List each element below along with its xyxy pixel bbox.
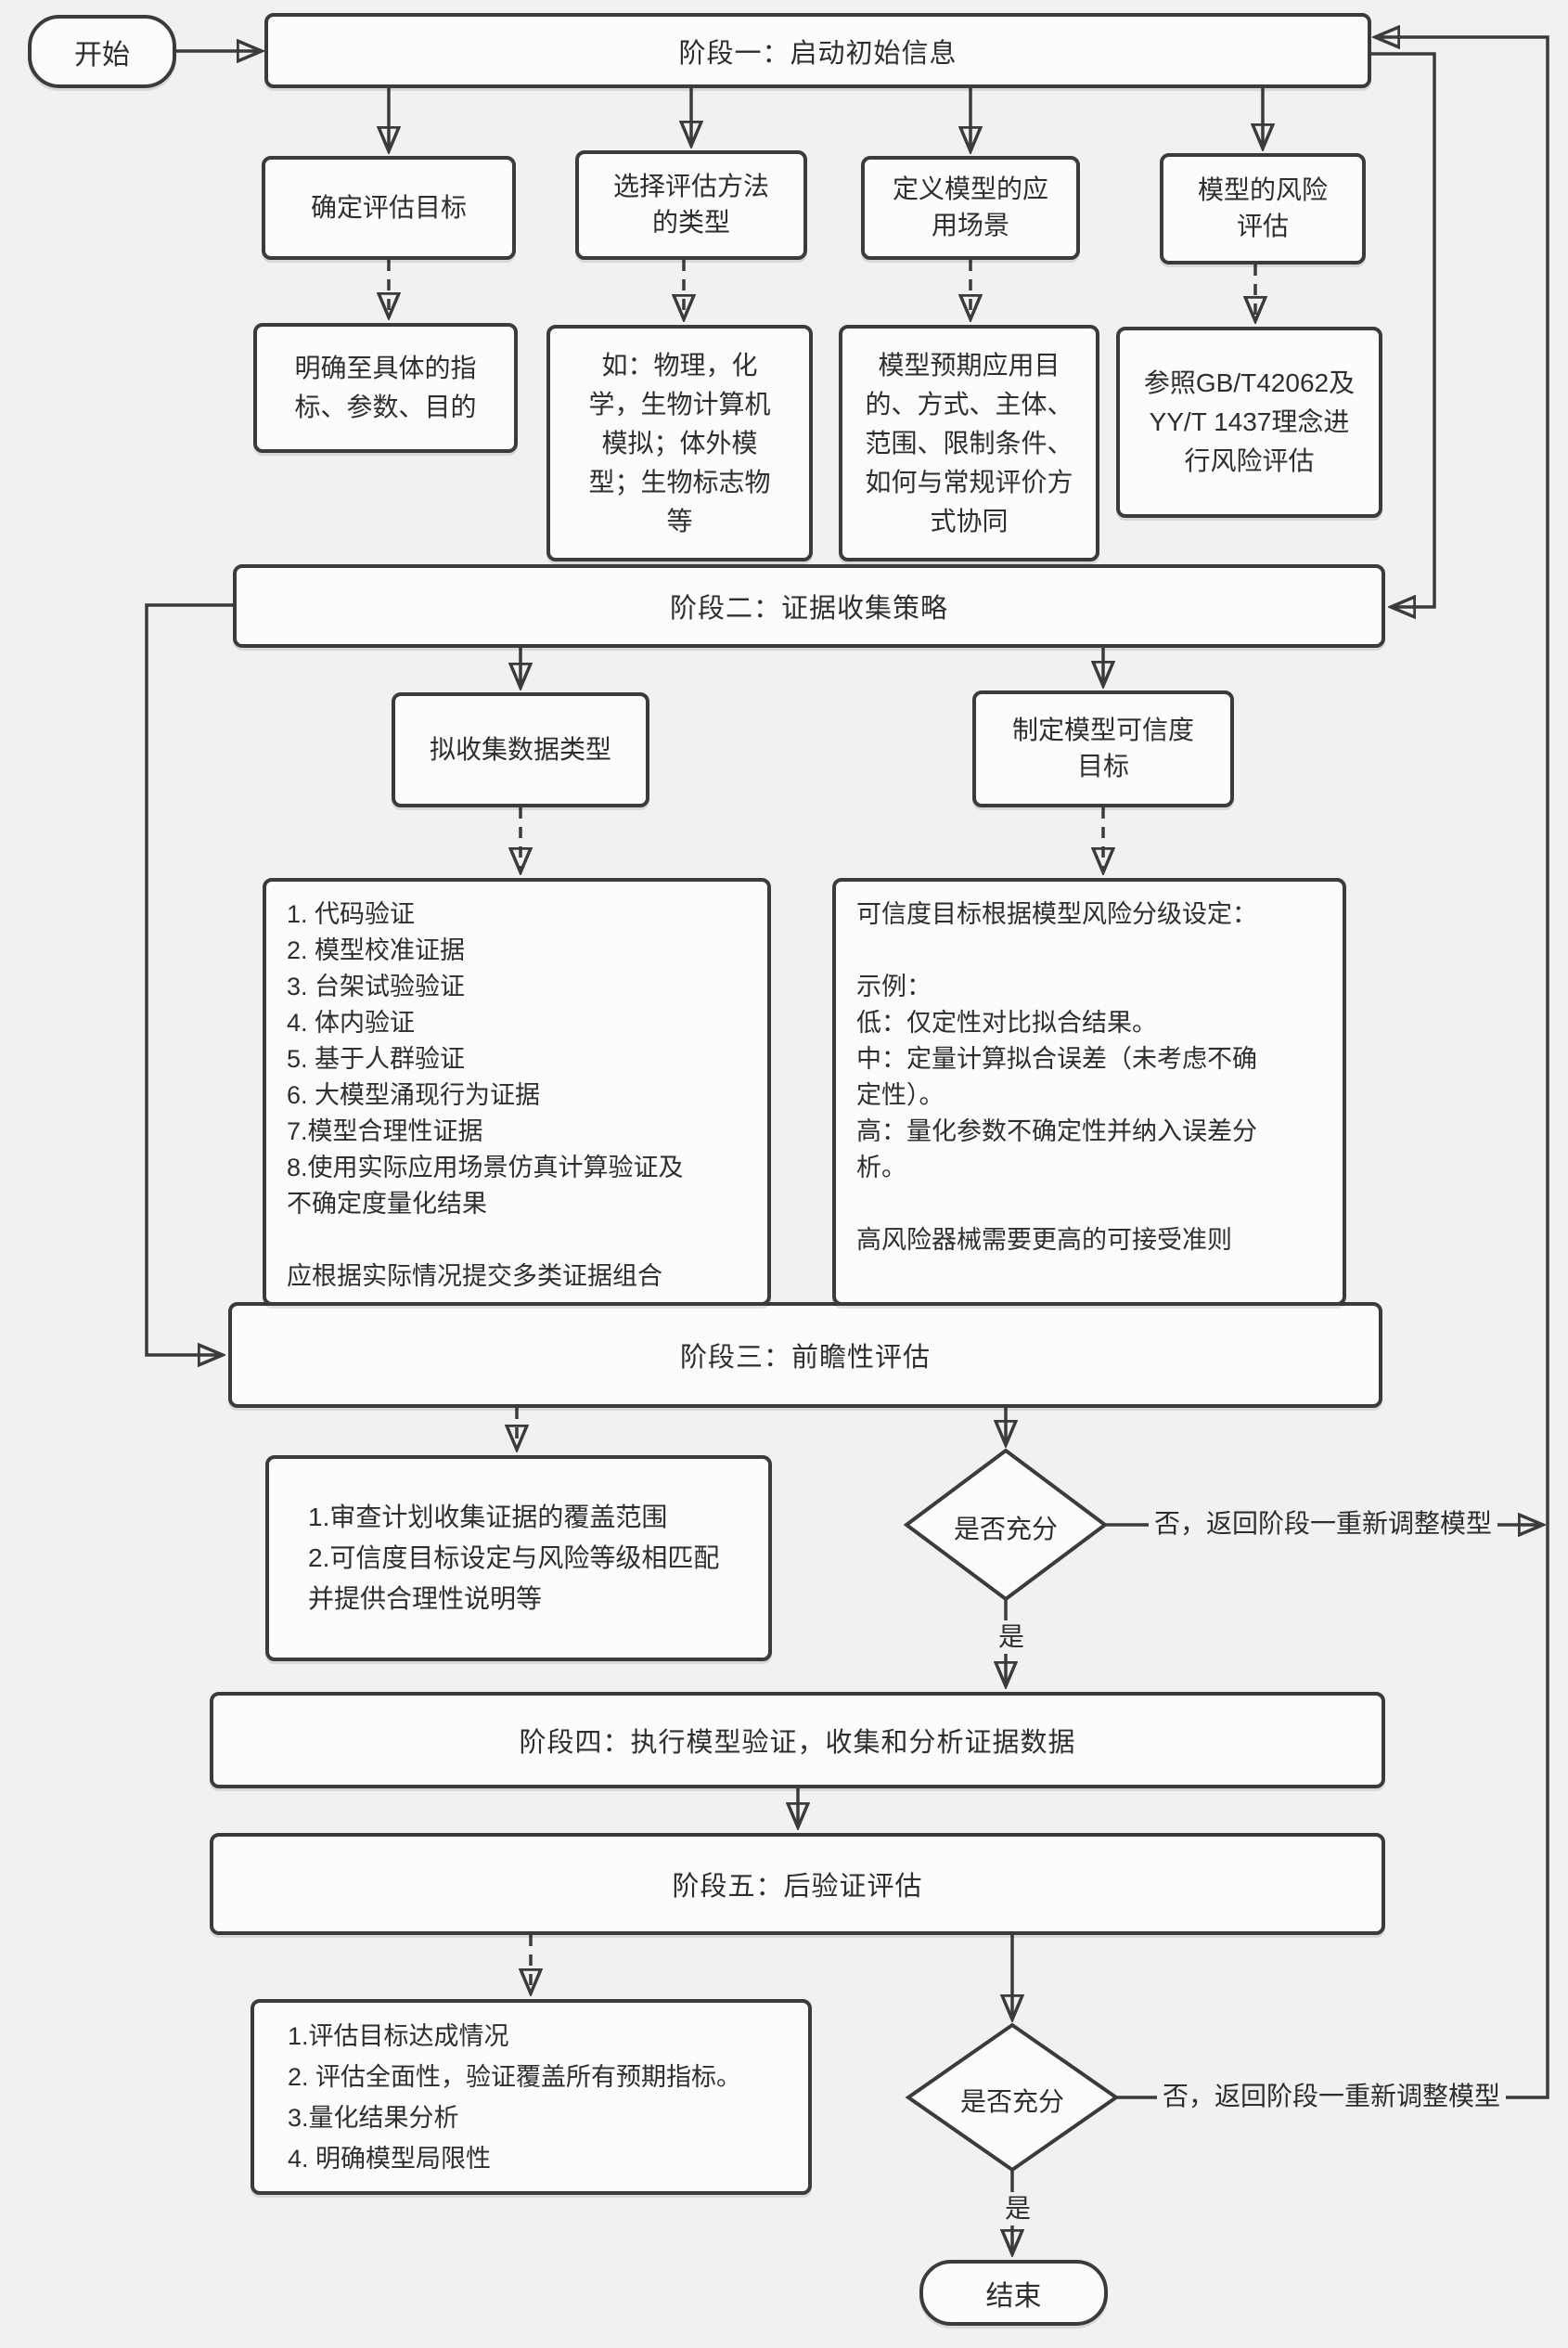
stage4-header: 阶段四：执行模型验证，收集和分析证据数据 (210, 1692, 1385, 1788)
end-node: 结束 (919, 2260, 1108, 2326)
stage5-review-box: 1.评估目标达成情况 2. 评估全面性，验证覆盖所有预期指标。 3.量化结果分析… (251, 1999, 812, 2195)
detail-define-goal-text: 明确至具体的指 标、参数、目的 (294, 354, 477, 421)
stage5-header: 阶段五：后验证评估 (210, 1833, 1385, 1935)
task-credibility-goal-label: 制定模型可信度 目标 (1011, 716, 1194, 781)
detail-select-method: 如：物理，化 学，生物计算机 模拟；体外模 型；生物标志物 等 (546, 325, 813, 561)
task-select-method: 选择评估方法 的类型 (575, 150, 807, 260)
edge-stage1-to-stage2 (1371, 52, 1436, 607)
detail-define-scenario: 模型预期应用目 的、方式、主体、 范围、限制条件、 如何与常规评价方 式协同 (839, 325, 1099, 561)
stage5-label: 阶段五：后验证评估 (672, 1872, 923, 1902)
task-data-types: 拟收集数据类型 (392, 692, 649, 807)
decision2-no-label: 否，返回阶段一重新调整模型 (1157, 2080, 1507, 2113)
task-select-method-label: 选择评估方法 的类型 (612, 172, 769, 237)
detail-evidence-list: 1. 代码验证 2. 模型校准证据 3. 台架试验验证 4. 体内验证 5. 基… (263, 878, 771, 1306)
task-define-scenario-label: 定义模型的应 用场景 (892, 174, 1048, 239)
task-data-types-label: 拟收集数据类型 (429, 734, 611, 764)
decision2-label: 是否充分 (959, 2087, 1064, 2116)
stage3-label: 阶段三：前瞻性评估 (679, 1343, 931, 1373)
decision2-diamond (905, 2022, 1120, 2173)
detail-risk-assessment-text: 参照GB/T42062及 YY/T 1437理念进 行风险评估 (1143, 368, 1356, 475)
task-define-goal-label: 确定评估目标 (310, 192, 467, 222)
detail-define-goal: 明确至具体的指 标、参数、目的 (253, 323, 518, 453)
detail-select-method-text: 如：物理，化 学，生物计算机 模拟；体外模 型；生物标志物 等 (588, 350, 771, 535)
task-risk-assessment: 模型的风险 评估 (1160, 153, 1366, 264)
detail-credibility-levels: 可信度目标根据模型风险分级设定： 示例： 低：仅定性对比拟合结果。 中：定量计算… (832, 878, 1346, 1306)
edge-stage2-to-stage3 (145, 603, 233, 1355)
decision2-yes-label: 是 (994, 2192, 1042, 2225)
task-define-scenario: 定义模型的应 用场景 (861, 156, 1080, 260)
decision1-diamond (903, 1448, 1109, 1602)
decision1-label: 是否充分 (953, 1515, 1058, 1543)
task-risk-assessment-label: 模型的风险 评估 (1197, 175, 1328, 240)
task-define-goal: 确定评估目标 (262, 156, 516, 260)
detail-credibility-levels-text: 可信度目标根据模型风险分级设定： 示例： 低：仅定性对比拟合结果。 中：定量计算… (856, 900, 1257, 1254)
detail-evidence-list-text: 1. 代码验证 2. 模型校准证据 3. 台架试验验证 4. 体内验证 5. 基… (287, 900, 684, 1290)
stage4-label: 阶段四：执行模型验证，收集和分析证据数据 (519, 1728, 1076, 1758)
start-node: 开始 (28, 15, 176, 88)
start-label: 开始 (74, 39, 130, 71)
stage2-header: 阶段二：证据收集策略 (233, 564, 1385, 648)
detail-define-scenario-text: 模型预期应用目 的、方式、主体、 范围、限制条件、 如何与常规评价方 式协同 (865, 350, 1073, 535)
stage5-review-text: 1.评估目标达成情况 2. 评估全面性，验证覆盖所有预期指标。 3.量化结果分析… (288, 2021, 742, 2173)
end-label: 结束 (985, 2280, 1042, 2312)
decision1-no-label: 否，返回阶段一重新调整模型 (1149, 1507, 1498, 1541)
task-credibility-goal: 制定模型可信度 目标 (972, 690, 1234, 807)
stage3-review-box: 1.审查计划收集证据的覆盖范围 2.可信度目标设定与风险等级相匹配 并提供合理性… (265, 1455, 772, 1661)
stage1-label: 阶段一：启动初始信息 (678, 38, 958, 69)
stage2-label: 阶段二：证据收集策略 (669, 594, 948, 624)
stage3-header: 阶段三：前瞻性评估 (228, 1302, 1382, 1408)
stage3-review-text: 1.审查计划收集证据的覆盖范围 2.可信度目标设定与风险等级相匹配 并提供合理性… (308, 1503, 720, 1613)
stage1-header: 阶段一：启动初始信息 (264, 13, 1371, 88)
detail-risk-assessment: 参照GB/T42062及 YY/T 1437理念进 行风险评估 (1116, 327, 1382, 518)
decision1-yes-label: 是 (987, 1620, 1035, 1654)
